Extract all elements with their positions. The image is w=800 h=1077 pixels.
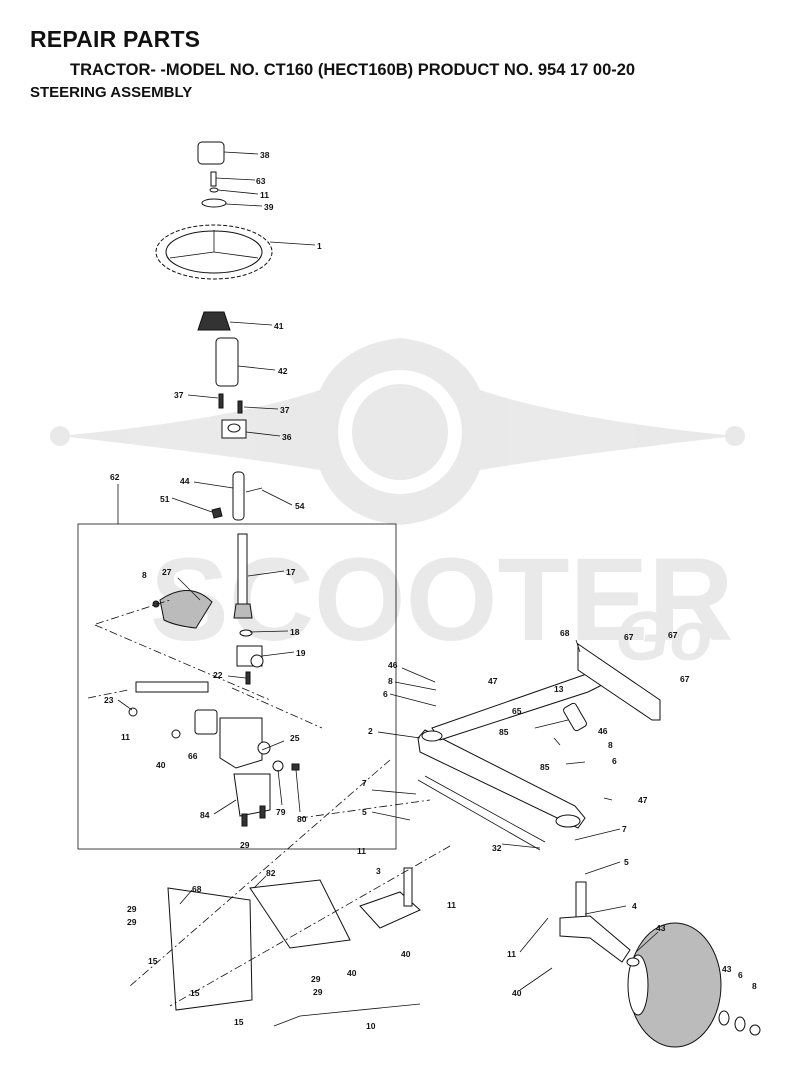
callout-43-bottom: 43 — [722, 964, 732, 974]
callout-38: 38 — [260, 150, 270, 160]
gear-assembly-parts — [87, 533, 323, 827]
callout-66: 66 — [188, 751, 198, 761]
callout-37-left: 37 — [174, 390, 184, 400]
callout-6-bottom: 6 — [738, 970, 743, 980]
callout-40-inset: 40 — [156, 760, 166, 770]
watermark-suffix: Go — [615, 597, 712, 675]
callout-67-c: 67 — [680, 674, 690, 684]
callout-46-right: 46 — [598, 726, 608, 736]
callout-82: 82 — [266, 868, 276, 878]
steering-column-parts — [155, 141, 273, 521]
callout-11-lower: 11 — [507, 949, 516, 959]
callout-43-top: 43 — [656, 923, 666, 933]
callout-2: 2 — [368, 726, 373, 736]
callout-47-right: 47 — [638, 795, 648, 805]
callout-85-left: 85 — [499, 727, 509, 737]
callout-40-b: 40 — [347, 968, 357, 978]
callout-79: 79 — [276, 807, 286, 817]
callout-6-left: 6 — [383, 689, 388, 699]
callout-22: 22 — [213, 670, 223, 680]
callout-65: 65 — [512, 706, 522, 716]
callout-7-right: 7 — [622, 824, 627, 834]
callout-3: 3 — [376, 866, 381, 876]
callout-7-left: 7 — [362, 778, 367, 788]
callout-17: 17 — [286, 567, 296, 577]
callout-15-c: 15 — [234, 1017, 244, 1027]
callout-68-top: 68 — [560, 628, 570, 638]
leader-lines — [117, 151, 659, 991]
callout-13: 13 — [554, 684, 564, 694]
callout-51: 51 — [160, 494, 170, 504]
callout-15-a: 15 — [148, 956, 158, 966]
callout-10: 10 — [366, 1021, 376, 1031]
callout-4: 4 — [632, 901, 637, 911]
callout-85-right: 85 — [540, 762, 550, 772]
callout-1: 1 — [317, 241, 322, 251]
callout-67-a: 67 — [624, 632, 634, 642]
callout-23: 23 — [104, 695, 114, 705]
callout-25: 25 — [290, 733, 300, 743]
inset-frame — [77, 523, 397, 850]
callout-19: 19 — [296, 648, 306, 658]
callout-8-bottom: 8 — [752, 981, 757, 991]
callout-18: 18 — [290, 627, 300, 637]
callout-44: 44 — [180, 476, 190, 486]
callout-11: 11 — [260, 190, 269, 200]
callout-27: 27 — [162, 567, 172, 577]
page-title: REPAIR PARTS — [30, 26, 201, 52]
callout-42: 42 — [278, 366, 288, 376]
callout-62: 62 — [110, 472, 120, 482]
callout-11-inset: 11 — [121, 732, 130, 742]
callout-6-right: 6 — [612, 756, 617, 766]
callout-5-left: 5 — [362, 807, 367, 817]
watermark-logo: SCOOTER Go — [50, 338, 745, 675]
callout-29-c: 29 — [311, 974, 321, 984]
callout-11-spindle: 11 — [447, 900, 456, 910]
section-title: STEERING ASSEMBLY — [30, 84, 193, 101]
callout-8-left: 8 — [388, 676, 393, 686]
callout-15-b: 15 — [190, 988, 200, 998]
callout-54: 54 — [295, 501, 305, 511]
callout-8-inset: 8 — [142, 570, 147, 580]
callout-84: 84 — [200, 810, 210, 820]
front-axle-parts — [129, 643, 761, 1048]
model-subtitle: TRACTOR- -MODEL NO. CT160 (HECT160B) PRO… — [70, 61, 636, 79]
callout-29-b: 29 — [127, 917, 137, 927]
callout-5-right: 5 — [624, 857, 629, 867]
callout-36: 36 — [282, 432, 292, 442]
callout-68-bottom: 68 — [192, 884, 202, 894]
callout-37-right: 37 — [280, 405, 290, 415]
callout-39: 39 — [264, 202, 274, 212]
callout-29-a: 29 — [127, 904, 137, 914]
callout-46-left: 46 — [388, 660, 398, 670]
callout-63: 63 — [256, 176, 266, 186]
callout-labels: 38 63 11 39 1 41 42 37 37 36 44 62 51 54… — [104, 150, 757, 1031]
callout-29-d: 29 — [313, 987, 323, 997]
callout-40-c: 40 — [401, 949, 411, 959]
callout-11-mid: 11 — [357, 846, 366, 856]
callout-41: 41 — [274, 321, 284, 331]
callout-40-d: 40 — [512, 988, 522, 998]
callout-47-top: 47 — [488, 676, 498, 686]
callout-29-inset: 29 — [240, 840, 250, 850]
callout-8-right: 8 — [608, 740, 613, 750]
callout-67-b: 67 — [668, 630, 678, 640]
callout-80: 80 — [297, 814, 307, 824]
callout-32: 32 — [492, 843, 502, 853]
